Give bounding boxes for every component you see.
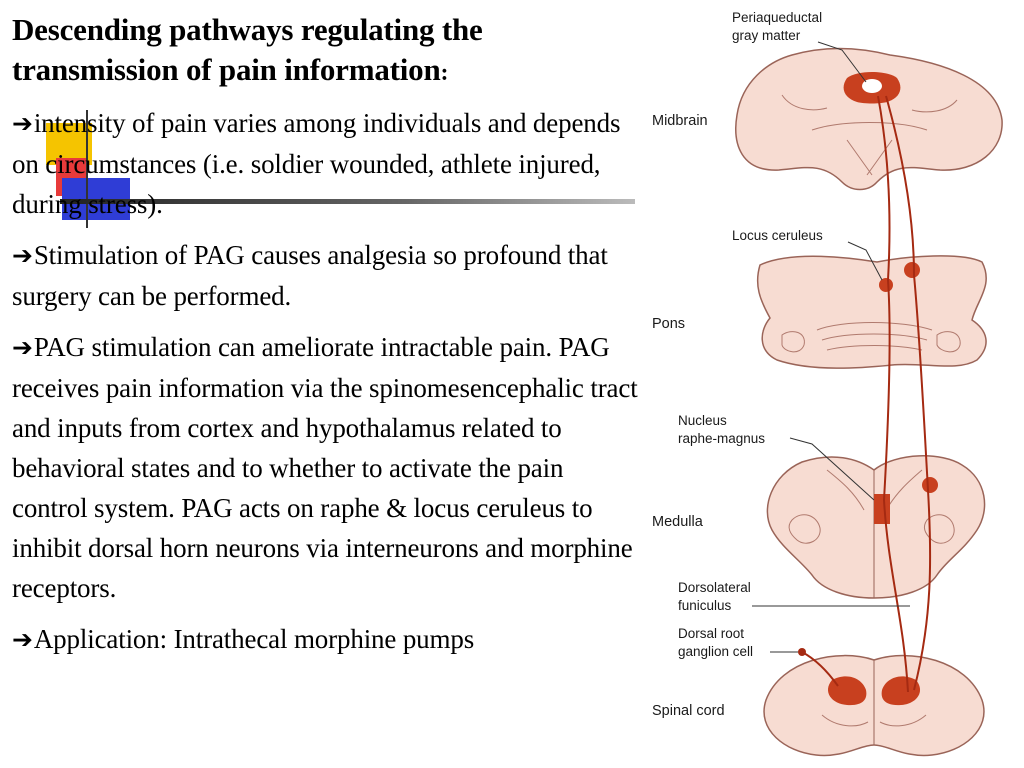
aqueduct — [862, 79, 882, 93]
dorsal-horn-right — [881, 676, 921, 706]
bullet-item: ➔intensity of pain varies among individu… — [12, 103, 640, 224]
section-label-spinal-cord: Spinal cord — [652, 703, 725, 719]
slide-text: Descending pathways regulating the trans… — [12, 10, 640, 671]
lateral-pathway — [885, 95, 932, 691]
label-raphe-line2: raphe-magnus — [678, 431, 765, 446]
arrow-icon: ➔ — [12, 241, 33, 270]
label-raphe-line1: Nucleus — [678, 413, 727, 428]
arrow-icon: ➔ — [12, 625, 33, 654]
midbrain-section — [735, 47, 1003, 191]
medulla-lateral-dot — [922, 477, 938, 493]
arrow-icon: ➔ — [12, 333, 33, 362]
bullet-item: ➔PAG stimulation can ameliorate intracta… — [12, 327, 640, 608]
midbrain-outline — [735, 47, 1003, 191]
label-pag-line2: gray matter — [732, 28, 801, 43]
label-drg-line2: ganglion cell — [678, 644, 753, 659]
pons-section — [756, 255, 987, 369]
medulla-outline — [766, 455, 986, 599]
slide-title: Descending pathways regulating the trans… — [12, 10, 640, 93]
label-dlf-line2: funiculus — [678, 598, 732, 613]
dorsal-horn-left — [827, 676, 867, 706]
pons-lateral-dot — [904, 262, 920, 278]
section-label-medulla: Medulla — [652, 514, 704, 530]
label-pag-line1: Periaqueductal — [732, 10, 822, 25]
label-locus-ceruleus: Locus ceruleus — [732, 228, 823, 243]
title-text: Descending pathways regulating the trans… — [12, 12, 483, 87]
bullet-text: Stimulation of PAG causes analgesia so p… — [12, 240, 608, 311]
dorsal-root-fiber — [801, 651, 839, 687]
raphe-magnus-region — [874, 494, 890, 524]
medulla-section — [766, 455, 986, 599]
bullet-text: PAG stimulation can ameliorate intractab… — [12, 332, 638, 603]
descending-pathway — [877, 95, 909, 693]
bullet-item: ➔Application: Intrathecal morphine pumps — [12, 619, 640, 660]
dorsal-root-ganglion-dot — [798, 648, 806, 656]
section-label-midbrain: Midbrain — [652, 113, 708, 129]
bullet-item: ➔Stimulation of PAG causes analgesia so … — [12, 235, 640, 316]
title-colon: : — [440, 60, 449, 86]
bullet-text: intensity of pain varies among individua… — [12, 108, 621, 219]
bullet-text: Application: Intrathecal morphine pumps — [33, 624, 475, 654]
label-drg-line1: Dorsal root — [678, 626, 744, 641]
locus-ceruleus-dot — [879, 278, 893, 292]
spinal-cord-section — [763, 654, 985, 757]
arrow-icon: ➔ — [12, 109, 33, 138]
bullet-list: ➔intensity of pain varies among individu… — [12, 103, 640, 660]
pain-pathway-figure: Periaqueductal gray matter Locus ceruleu… — [642, 0, 1024, 768]
section-label-pons: Pons — [652, 316, 685, 332]
label-dlf-line1: Dorsolateral — [678, 580, 751, 595]
pons-outline — [756, 255, 987, 369]
pathway-diagram: Periaqueductal gray matter Locus ceruleu… — [652, 10, 1003, 757]
